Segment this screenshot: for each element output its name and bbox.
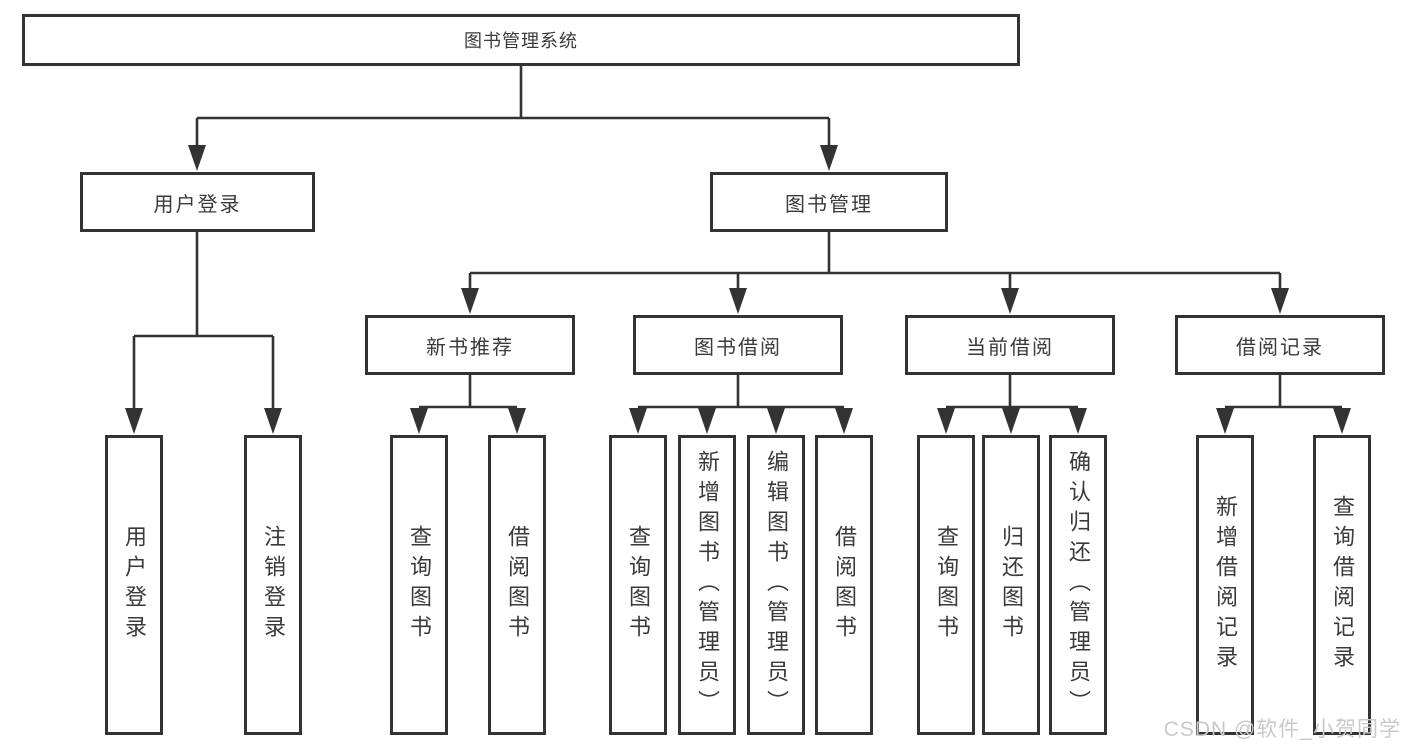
node-borrow-records: 借阅记录 [1175,315,1385,375]
arrow-down-icon [835,408,853,434]
arrow-down-icon [461,288,479,314]
arrow-down-icon [937,408,955,434]
arrow-down-icon [729,288,747,314]
node-new-book-recommend: 新书推荐 [365,315,575,375]
leaf-query-borrow-record: 查询借阅记录 [1313,435,1371,735]
node-book-management: 图书管理 [710,172,948,232]
arrow-down-icon [1069,408,1087,434]
watermark: CSDN @软件_小贺同学 [1163,718,1401,741]
node-library-management-system: 图书管理系统 [22,14,1020,66]
node-user-login: 用户登录 [80,172,315,232]
node-current-borrow: 当前借阅 [905,315,1115,375]
arrow-down-icon [1333,408,1351,434]
arrow-down-icon [629,408,647,434]
leaf-book-borrow-query-books: 查询图书 [609,435,667,735]
leaf-confirm-return-admin: 确认归还（管理员） [1049,435,1107,735]
leaf-edit-book-admin: 编辑图书（管理员） [747,435,805,735]
arrow-down-icon [698,408,716,434]
arrow-down-icon [508,408,526,434]
arrow-down-icon [264,408,282,434]
leaf-current-borrow-query-books: 查询图书 [917,435,975,735]
leaf-add-borrow-record: 新增借阅记录 [1196,435,1254,735]
arrow-down-icon [125,408,143,434]
arrow-down-icon [188,145,206,171]
arrow-down-icon [767,408,785,434]
leaf-book-borrow-borrow-books: 借阅图书 [815,435,873,735]
leaf-new-books-query-books: 查询图书 [390,435,448,735]
leaf-return-books: 归还图书 [982,435,1040,735]
node-book-borrow: 图书借阅 [633,315,843,375]
leaf-new-books-borrow-books: 借阅图书 [488,435,546,735]
arrow-down-icon [1001,288,1019,314]
arrow-down-icon [1216,408,1234,434]
arrow-down-icon [1002,408,1020,434]
arrow-down-icon [820,145,838,171]
arrow-down-icon [1271,288,1289,314]
arrow-down-icon [410,408,428,434]
leaf-add-book-admin: 新增图书（管理员） [678,435,736,735]
leaf-logout-login: 注销登录 [244,435,302,735]
leaf-user-login: 用户登录 [105,435,163,735]
